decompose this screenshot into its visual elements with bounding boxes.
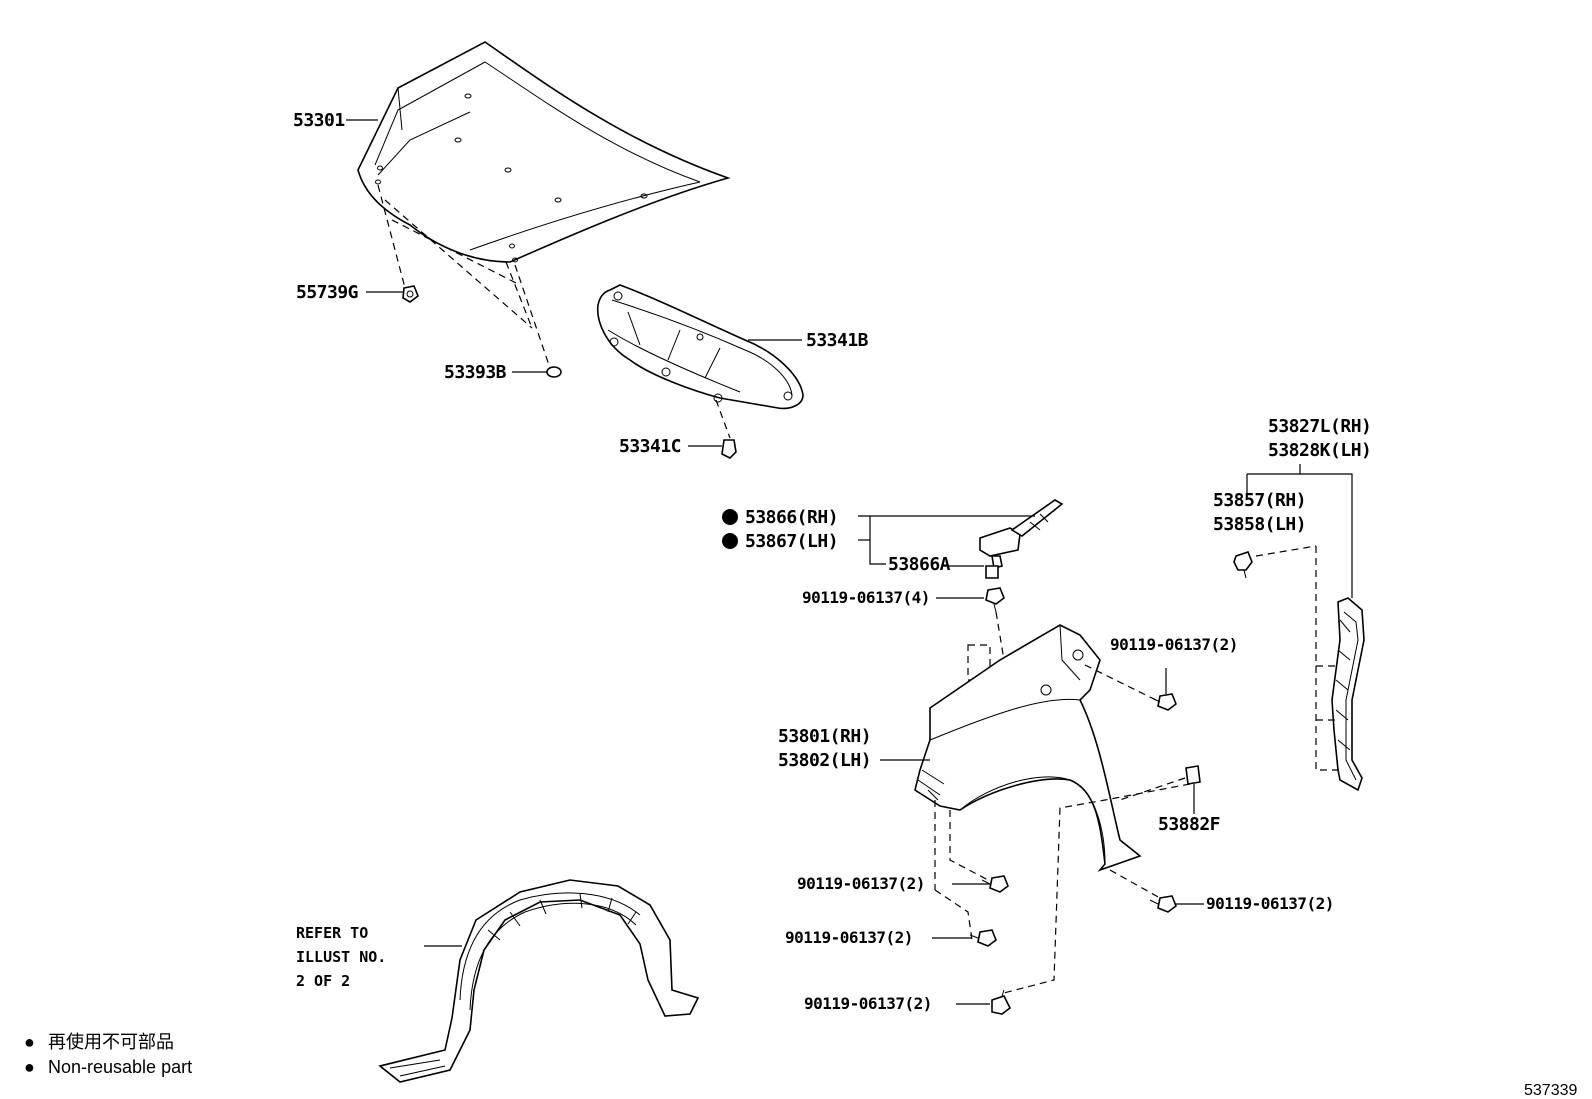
- label-bolt-front-upper: 90119-06137(2): [797, 874, 925, 893]
- label-53801-rh: 53801(RH): [778, 726, 871, 747]
- non-reusable-marker-lh: [722, 533, 738, 549]
- label-bolt-top: 90119-06137(4): [802, 588, 930, 607]
- bolt-top: [985, 587, 1005, 613]
- label-53827l-rh: 53827L(RH): [1268, 416, 1371, 437]
- label-53341b: 53341B: [806, 330, 869, 351]
- label-bolt-front-lower: 90119-06137(2): [785, 928, 913, 947]
- wheel-liner-part: [378, 879, 700, 1083]
- label-53882f: 53882F: [1158, 814, 1220, 835]
- hood-insulator-part: [596, 284, 804, 410]
- liner-clip: [1233, 551, 1253, 579]
- bolt-front-upper: [981, 875, 1009, 893]
- non-reusable-marker-rh: [722, 509, 738, 525]
- hood-cushion-55739g: [402, 285, 419, 303]
- fender-part: [914, 624, 1142, 872]
- label-53341c: 53341C: [619, 436, 681, 457]
- hood-part: [357, 41, 731, 263]
- label-55739g: 55739G: [296, 282, 358, 303]
- label-53301: 53301: [293, 110, 345, 131]
- label-53866a: 53866A: [888, 554, 951, 575]
- cushion-rubber-53393b: [546, 366, 562, 378]
- refer-note-line3: 2 OF 2: [296, 972, 350, 990]
- bolt-rear-lower: [1149, 895, 1177, 913]
- refer-note-line1: REFER TO: [296, 924, 368, 942]
- label-53858-lh: 53858(LH): [1213, 514, 1306, 535]
- bolt-bottom: [991, 989, 1012, 1015]
- label-53802-lh: 53802(LH): [778, 750, 871, 771]
- label-bolt-fender-rear: 90119-06137(2): [1110, 635, 1238, 654]
- legend-text-en: Non-reusable part: [48, 1057, 192, 1077]
- label-53867-lh: 53867(LH): [745, 531, 838, 552]
- fender-seal-part: [979, 499, 1064, 569]
- fender-liner-part: [1331, 597, 1365, 792]
- figure-number: 537339: [1524, 1082, 1577, 1099]
- label-53393b: 53393B: [444, 362, 507, 383]
- label-bolt-bottom: 90119-06137(2): [804, 994, 932, 1013]
- legend-bullet-jp: ●: [24, 1032, 35, 1052]
- bolt-front-lower: [969, 929, 997, 947]
- legend-text-jp: 再使用不可部品: [48, 1032, 174, 1052]
- seal-clip-53866a: [985, 565, 999, 579]
- label-53857-rh: 53857(RH): [1213, 490, 1306, 511]
- label-53866-rh: 53866(RH): [745, 507, 838, 528]
- bolt-fender-rear: [1151, 693, 1177, 711]
- insulator-clip-53341c: [721, 439, 737, 459]
- legend-bullet-en: ●: [24, 1057, 35, 1077]
- label-53828k-lh: 53828K(LH): [1268, 440, 1371, 461]
- label-bolt-rear-lower: 90119-06137(2): [1206, 894, 1334, 913]
- refer-note-line2: ILLUST NO.: [296, 948, 386, 966]
- clip-53882f: [1185, 765, 1201, 785]
